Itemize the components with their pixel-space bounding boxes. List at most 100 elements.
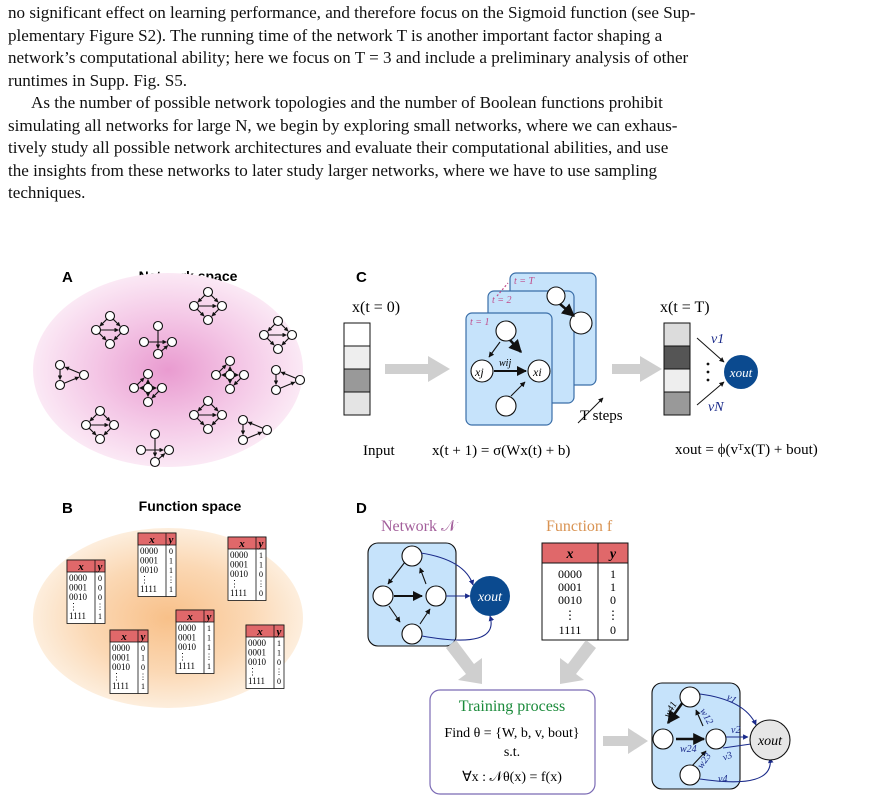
table-input: 1111	[112, 681, 129, 691]
network-edge	[63, 376, 80, 384]
front-frame-graph	[470, 320, 551, 417]
table-output: 0	[277, 677, 281, 686]
network-graph-4	[54, 359, 90, 391]
table-output: 1	[259, 561, 263, 570]
network-graph	[372, 545, 447, 645]
network-node	[202, 423, 214, 435]
flow-arrow-out	[612, 356, 662, 382]
network-output-node	[470, 576, 510, 616]
readout-equation: xout = ϕ(vᵀx(T) + bout)	[675, 442, 818, 458]
network-node	[202, 395, 214, 407]
network-node	[80, 419, 92, 431]
flow-arrow-trained	[603, 728, 648, 754]
network-edge	[99, 318, 108, 327]
weight-v4: v4	[718, 774, 727, 785]
function-table: x y 0000 0001 0010 ⋮ 1111 1 1 0 ⋮ 0	[541, 542, 629, 641]
table-header-y: y	[205, 611, 212, 623]
table-input: 0010	[112, 662, 131, 672]
input-state-label: x(t = 0)	[352, 299, 400, 316]
network-label: Network 𝒩	[381, 518, 459, 535]
table-output: ⋮	[205, 653, 213, 662]
network-space-graphs	[54, 286, 306, 468]
network-node	[156, 382, 168, 394]
flow-arrow-in	[385, 356, 450, 382]
network-output-label: xout	[477, 590, 503, 605]
network-edge	[267, 323, 276, 332]
network-node	[149, 456, 161, 468]
frame-stack-dots	[496, 282, 509, 297]
network-graph-7	[270, 364, 306, 396]
network-edge	[64, 366, 81, 374]
frame-label-2: t = 2	[492, 295, 512, 306]
network-node	[272, 343, 284, 355]
table-input: 0000	[230, 550, 249, 560]
network-node	[94, 405, 106, 417]
table-header-x: x	[148, 534, 155, 546]
training-line-1: Find θ = {W, b, v, bout}	[444, 726, 579, 741]
trained-readout-edges	[699, 693, 774, 783]
table-header-x: x	[120, 631, 127, 643]
table-input: 1111	[69, 611, 86, 621]
network-node	[94, 433, 106, 445]
network-edge	[210, 294, 219, 303]
network-node	[152, 348, 164, 360]
trained-output-label: xout	[757, 734, 783, 749]
table-output: 1	[207, 643, 211, 652]
table-header-y: y	[275, 626, 282, 638]
function-table-y4: 0	[610, 623, 616, 637]
table-output: ⋮	[139, 673, 147, 682]
network-readout-edges	[420, 552, 495, 641]
table-input: ⋮	[112, 672, 121, 682]
network-edge	[246, 431, 263, 439]
network-node	[163, 444, 175, 456]
network-node	[210, 369, 222, 381]
trained-output-node	[749, 719, 791, 761]
network-edge	[113, 332, 122, 341]
panel-b-title: Function space	[139, 498, 242, 514]
table-output: 1	[169, 566, 173, 575]
steps-label: T steps	[580, 408, 623, 424]
network-node	[149, 428, 161, 440]
network-graph-0	[188, 286, 228, 326]
network-node	[142, 368, 154, 380]
network-graph-3	[258, 315, 298, 355]
network-node	[108, 419, 120, 431]
training-line-3: ∀x : 𝒩θ(x) = f(x)	[462, 770, 562, 785]
function-table-header-y: y	[608, 547, 617, 562]
table-input: ⋮	[69, 602, 78, 612]
table-header-y: y	[139, 631, 146, 643]
function-table-x2: 0010	[558, 593, 582, 607]
table-output: 0	[277, 658, 281, 667]
table-input: 0000	[248, 638, 267, 648]
table-output: 1	[169, 557, 173, 566]
text-line: techniques.	[8, 183, 86, 203]
table-output: ⋮	[257, 580, 265, 589]
function-table-header-x: x	[566, 547, 574, 562]
text-line: the insights from these networks to late…	[8, 160, 658, 180]
network-edge	[266, 337, 275, 346]
table-header-x: x	[238, 538, 245, 550]
network-edge	[196, 308, 205, 317]
network-node	[294, 374, 306, 386]
table-input: ⋮	[248, 667, 257, 677]
text-line: As the number of possible network topolo…	[31, 93, 663, 112]
table-output: 0	[259, 570, 263, 579]
network-edge	[89, 413, 98, 422]
network-node	[188, 409, 200, 421]
table-input: ⋮	[230, 579, 239, 589]
table-output: 0	[98, 584, 102, 593]
table-header-x: x	[256, 626, 263, 638]
network-node	[138, 336, 150, 348]
network-graph-8	[80, 405, 120, 445]
network-node	[54, 379, 66, 391]
function-table-x4: 1111	[559, 623, 582, 637]
network-node	[261, 424, 273, 436]
table-output: 1	[277, 639, 281, 648]
table-input: 0001	[230, 560, 248, 570]
output-node-label: xout	[729, 365, 753, 380]
network-edge	[210, 403, 219, 412]
network-node	[270, 364, 282, 376]
network-node	[237, 414, 249, 426]
